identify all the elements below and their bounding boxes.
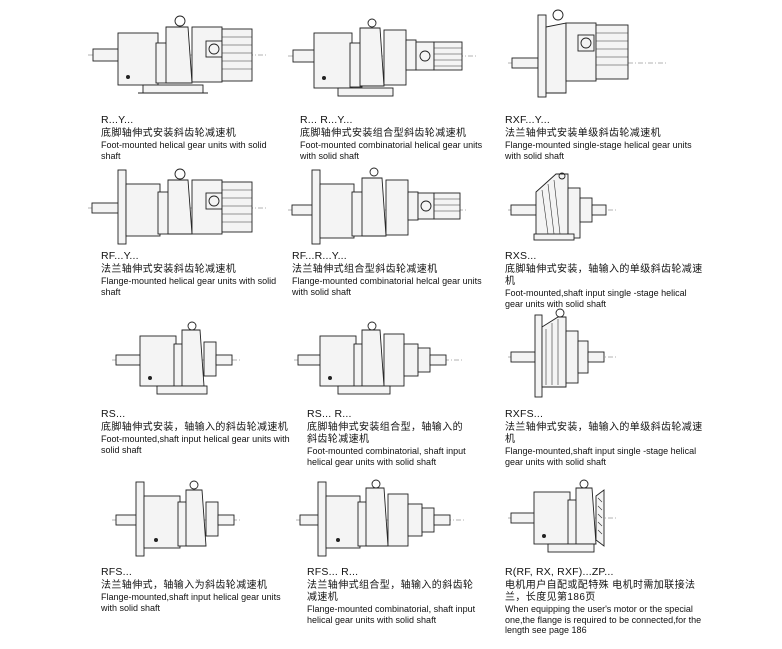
model-code: RFS...: [101, 566, 132, 578]
description-cn: 底脚轴伸式安装组合型，轴输入的斜齿轮减速机: [307, 422, 463, 445]
model-code: R... R...Y...: [300, 114, 353, 126]
foot-mounted-combinatorial-gear-motor-drawing: [288, 18, 478, 108]
description-en: Foot-mounted,shaft input single -stage h…: [505, 288, 687, 309]
description-cn: 底脚轴伸式安装，轴输入的单级斜齿轮减速机: [505, 264, 703, 287]
description-cn: 电机用户自配或配特殊 电机时需加联接法兰，长度见第186页: [505, 580, 696, 603]
foot-mounted-combinatorial-shaft-input-drawing: [294, 320, 464, 400]
description-en: Foot-mounted helical gear units with sol…: [101, 140, 267, 161]
model-code: RFS... R...: [307, 566, 359, 578]
description-en: Flange-mounted single-stage helical gear…: [505, 140, 692, 161]
description-en: Foot-mounted combinatorial helical gear …: [300, 140, 483, 161]
flange-mounted-shaft-input-drawing: [112, 478, 242, 560]
foot-mounted-gear-motor-drawing: [88, 15, 268, 105]
description-cn: 法兰轴伸式安装斜齿轮减速机: [101, 264, 237, 275]
description-en: Flange-mounted,shaft input single -stage…: [505, 446, 697, 467]
description-cn: 法兰轴伸式安装单级斜齿轮减速机: [505, 128, 661, 139]
description-cn: 法兰轴伸式组合型，轴输入的斜齿轮减速机: [307, 580, 474, 603]
description-cn: 底脚轴伸式安装，轴输入的斜齿轮减速机: [101, 422, 289, 433]
description-en: Flange-mounted,shaft input helical gear …: [101, 592, 281, 613]
description-en: Flange-mounted combinatorial helcal gear…: [292, 276, 482, 297]
model-code: RS...: [101, 408, 126, 420]
description-en: Flange-mounted helical gear units with s…: [101, 276, 277, 297]
description-cn: 法兰轴伸式，轴输入为斜齿轮减速机: [101, 580, 268, 591]
description-cn: 底脚轴伸式安装斜齿轮减速机: [101, 128, 237, 139]
flange-mounted-combinatorial-shaft-input-drawing: [296, 478, 466, 560]
model-code: RS... R...: [307, 408, 352, 420]
description-en: Foot-mounted,shaft input helical gear un…: [101, 434, 290, 455]
description-en: When equipping the user's motor or the s…: [505, 604, 702, 635]
description-en: Foot-mounted combinatorial, shaft input …: [307, 446, 466, 467]
foot-mounted-shaft-input-drawing: [112, 320, 242, 400]
flange-mounted-single-stage-shaft-input-drawing: [508, 305, 618, 400]
model-code: R(RF, RX, RXF)...ZP...: [505, 566, 614, 578]
model-code: RXS...: [505, 250, 537, 262]
description-cn: 法兰轴伸式组合型斜齿轮减速机: [292, 264, 438, 275]
gear-unit-with-motor-flange-drawing: [508, 478, 618, 560]
model-code: RXF...Y...: [505, 114, 550, 126]
description-cn: 法兰轴伸式安装，轴输入的单级斜齿轮减速机: [505, 422, 703, 445]
model-code: RF...R...Y...: [292, 250, 347, 262]
model-code: RF...Y...: [101, 250, 139, 262]
description-en: Flange-mounted combinatorial, shaft inpu…: [307, 604, 476, 625]
model-code: R...Y...: [101, 114, 134, 126]
flange-mounted-combinatorial-gear-motor-drawing: [288, 166, 468, 246]
description-cn: 底脚轴伸式安装组合型斜齿轮减速机: [300, 128, 467, 139]
foot-mounted-single-stage-shaft-input-drawing: [508, 170, 618, 242]
flange-mounted-single-stage-gear-motor-drawing: [508, 5, 668, 105]
flange-mounted-gear-motor-drawing: [88, 166, 268, 246]
model-code: RXFS...: [505, 408, 544, 420]
